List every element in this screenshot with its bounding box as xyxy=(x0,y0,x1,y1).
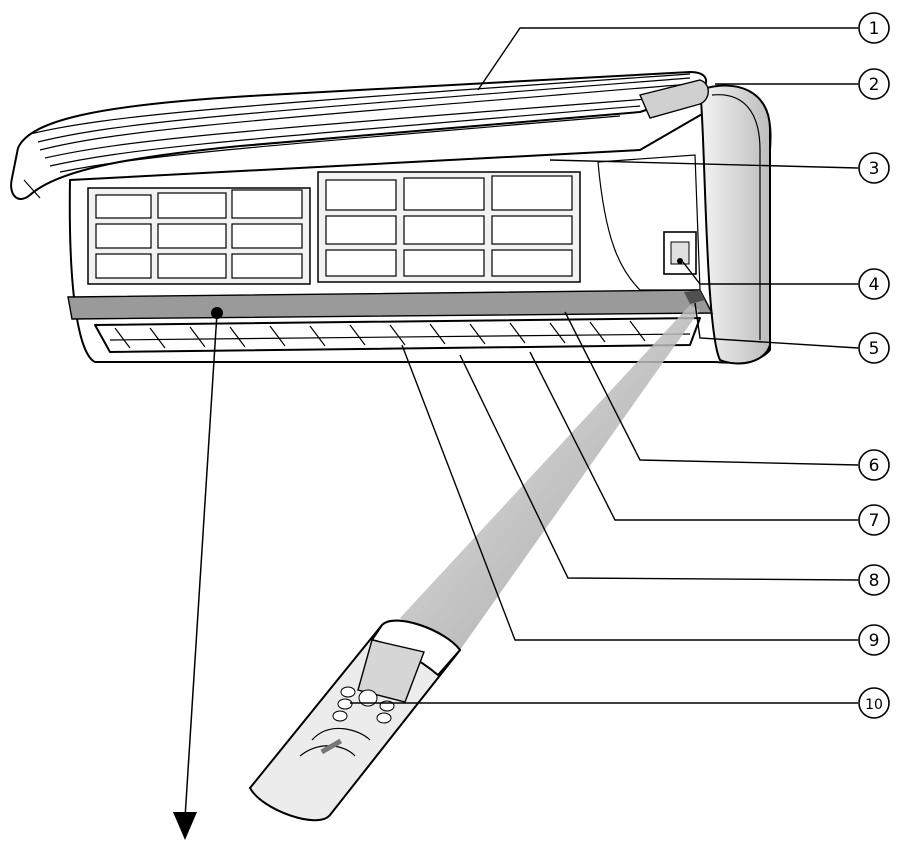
air-filter-right xyxy=(317,171,581,283)
leader-6 xyxy=(564,311,859,466)
callout-10-label: 10 xyxy=(865,697,883,713)
signal-beam xyxy=(400,305,700,650)
leader-8 xyxy=(459,354,859,581)
callout-7-label: 7 xyxy=(869,511,880,531)
callout-5-label: 5 xyxy=(869,339,880,359)
callout-1-label: 1 xyxy=(869,19,880,39)
callout-10: 10 xyxy=(858,687,890,719)
callout-3-label: 3 xyxy=(869,159,880,179)
callout-5: 5 xyxy=(858,332,890,364)
remote-control xyxy=(249,619,461,822)
leader-4 xyxy=(682,261,858,285)
display-strip xyxy=(67,289,714,320)
remote-screen xyxy=(357,639,425,703)
leader-lines xyxy=(350,27,859,704)
vertical-louvres xyxy=(114,320,646,349)
callout-8-label: 8 xyxy=(869,571,880,591)
front-panel xyxy=(10,71,709,200)
leader-7 xyxy=(529,351,858,521)
air-filter-left xyxy=(87,187,311,285)
leader-5 xyxy=(694,302,859,349)
leader-3 xyxy=(549,159,859,169)
callout-9: 9 xyxy=(858,624,890,656)
callout-1: 1 xyxy=(858,12,890,44)
callout-6-label: 6 xyxy=(869,456,880,476)
display-detail-arrow xyxy=(173,312,218,840)
operation-switch xyxy=(663,231,697,275)
callout-2-label: 2 xyxy=(869,75,880,95)
remote-buttons xyxy=(332,686,395,724)
callout-2: 2 xyxy=(858,68,890,100)
leader-9 xyxy=(401,344,858,641)
callout-9-label: 9 xyxy=(869,631,880,651)
callout-8: 8 xyxy=(858,564,890,596)
callout-3: 3 xyxy=(858,152,890,184)
callout-4: 4 xyxy=(858,268,890,300)
callout-4-label: 4 xyxy=(869,275,880,295)
side-panel xyxy=(699,84,771,365)
remote-logo-mark xyxy=(320,738,343,755)
signal-receiver xyxy=(684,290,705,304)
callout-7: 7 xyxy=(858,504,890,536)
leader-1 xyxy=(477,27,858,91)
callout-6: 6 xyxy=(858,449,890,481)
indoor-unit xyxy=(10,71,772,365)
panel-hinge xyxy=(639,79,709,119)
